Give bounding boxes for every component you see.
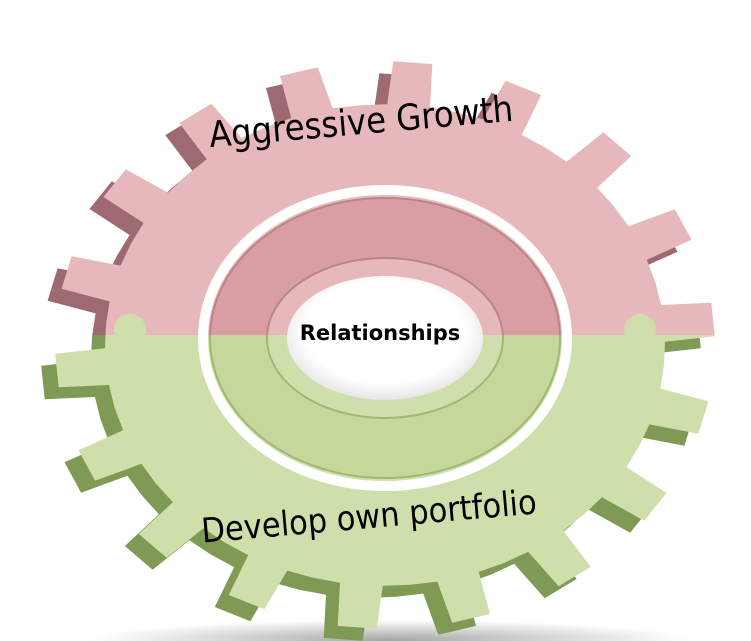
center-hole [287, 276, 483, 400]
seam-knob-right [624, 314, 656, 346]
floor-shadow [90, 620, 690, 641]
inner-ring [197, 185, 573, 491]
inner-ring-top [209, 197, 561, 335]
seam-knob-left [114, 314, 146, 346]
ring-groove [197, 185, 573, 491]
inner-ring-bottom [208, 335, 562, 479]
center-label: Relationships [300, 321, 461, 345]
